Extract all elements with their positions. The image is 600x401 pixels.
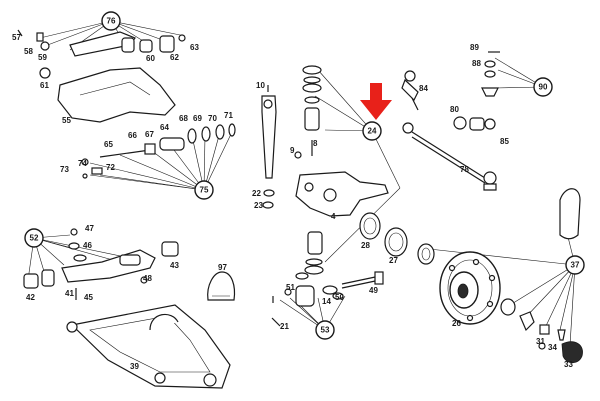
callout-label-76: 76 — [107, 17, 116, 26]
wheel-hub-group — [439, 188, 583, 364]
part-number-43: 43 — [170, 261, 179, 270]
part-number-23: 23 — [254, 201, 263, 210]
hardware-53-group — [271, 271, 384, 327]
part-number-28: 28 — [361, 241, 370, 250]
callout-label-53: 53 — [321, 326, 330, 335]
part-number-63: 63 — [190, 43, 199, 52]
part-number-47: 47 — [85, 224, 94, 233]
part-number-70: 70 — [208, 114, 217, 123]
steering-knuckle-group — [261, 65, 389, 275]
part-number-41: 41 — [65, 289, 74, 298]
part-number-57: 57 — [12, 33, 21, 42]
part-number-34: 34 — [548, 343, 557, 352]
part-number-97: 97 — [218, 263, 227, 272]
callout-label-24: 24 — [368, 127, 377, 136]
lower-control-arm — [66, 304, 231, 389]
part-number-51: 51 — [286, 283, 295, 292]
part-number-50: 50 — [335, 293, 344, 302]
callout-circle-52 — [24, 228, 44, 248]
callout-circle-75 — [194, 180, 214, 200]
part-number-45: 45 — [84, 293, 93, 302]
part-number-84: 84 — [419, 84, 428, 93]
part-number-89: 89 — [470, 43, 479, 52]
part-number-78: 78 — [460, 165, 469, 174]
part-number-65: 65 — [104, 140, 113, 149]
part-number-85: 85 — [500, 137, 509, 146]
callout-label-52: 52 — [30, 234, 39, 243]
part-number-14: 14 — [322, 297, 331, 306]
part-number-33: 33 — [564, 360, 573, 369]
tie-rod-group — [401, 51, 500, 191]
part-number-49: 49 — [369, 286, 378, 295]
part-number-31: 31 — [536, 337, 545, 346]
part-number-10: 10 — [256, 81, 265, 90]
leader-lines — [27, 20, 576, 346]
dust-cap — [207, 271, 236, 301]
part-number-42: 42 — [26, 293, 35, 302]
part-number-4: 4 — [331, 212, 336, 221]
part-number-62: 62 — [170, 53, 179, 62]
part-number-27: 27 — [389, 256, 398, 265]
part-number-74: 74 — [78, 159, 87, 168]
part-number-60: 60 — [146, 54, 155, 63]
seals-group — [359, 212, 435, 265]
part-number-72: 72 — [106, 163, 115, 172]
part-number-88: 88 — [472, 59, 481, 68]
part-number-22: 22 — [252, 189, 261, 198]
upper-control-arm-group — [17, 29, 236, 179]
part-number-69: 69 — [193, 114, 202, 123]
callout-circle-76 — [101, 11, 121, 31]
callout-label-75: 75 — [200, 186, 209, 195]
part-number-39: 39 — [130, 362, 139, 371]
part-number-68: 68 — [179, 114, 188, 123]
part-number-21: 21 — [280, 322, 289, 331]
part-number-9: 9 — [290, 146, 295, 155]
callout-circle-24 — [362, 121, 382, 141]
callout-label-37: 37 — [571, 261, 580, 270]
part-number-59: 59 — [38, 53, 47, 62]
callout-label-90: 90 — [539, 83, 548, 92]
part-number-58: 58 — [24, 47, 33, 56]
part-number-73: 73 — [60, 165, 69, 174]
part-number-26: 26 — [452, 319, 461, 328]
part-number-64: 64 — [160, 123, 169, 132]
part-number-48: 48 — [143, 274, 152, 283]
callout-circle-37 — [565, 255, 585, 275]
part-number-80: 80 — [450, 105, 459, 114]
callout-circle-90 — [533, 77, 553, 97]
part-number-46: 46 — [83, 241, 92, 250]
lower-arm-group — [23, 228, 179, 300]
part-number-61: 61 — [40, 81, 49, 90]
part-number-71: 71 — [224, 111, 233, 120]
part-number-67: 67 — [145, 130, 154, 139]
callout-circle-53 — [315, 320, 335, 340]
part-number-66: 66 — [128, 131, 137, 140]
highlight-arrow — [360, 83, 392, 120]
part-number-55: 55 — [62, 116, 71, 125]
part-number-8: 8 — [313, 139, 318, 148]
